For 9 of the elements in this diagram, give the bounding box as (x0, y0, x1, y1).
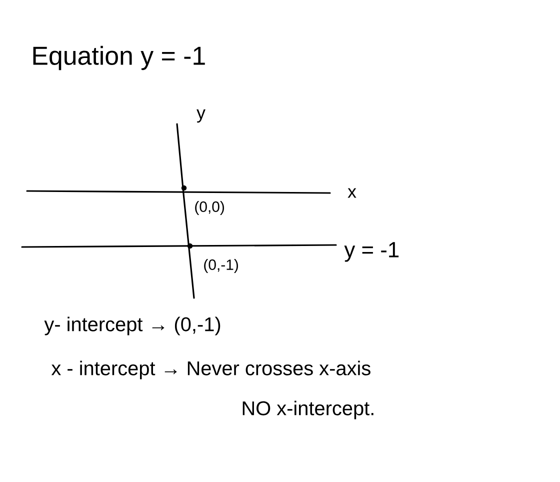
note-text: x - intercept → Never crosses x-axis (51, 360, 370, 380)
title: Equation y = -1 (33, 46, 205, 70)
axis-label: x (348, 188, 356, 198)
line-label: y = -1 (344, 242, 399, 262)
point-label: (0,-1) (204, 259, 238, 273)
point-label: (0,0) (195, 201, 224, 215)
note-text: y- intercept → (0,-1) (44, 316, 220, 336)
axis-label: y (196, 109, 206, 123)
note-text: NO x-intercept. (242, 400, 374, 420)
